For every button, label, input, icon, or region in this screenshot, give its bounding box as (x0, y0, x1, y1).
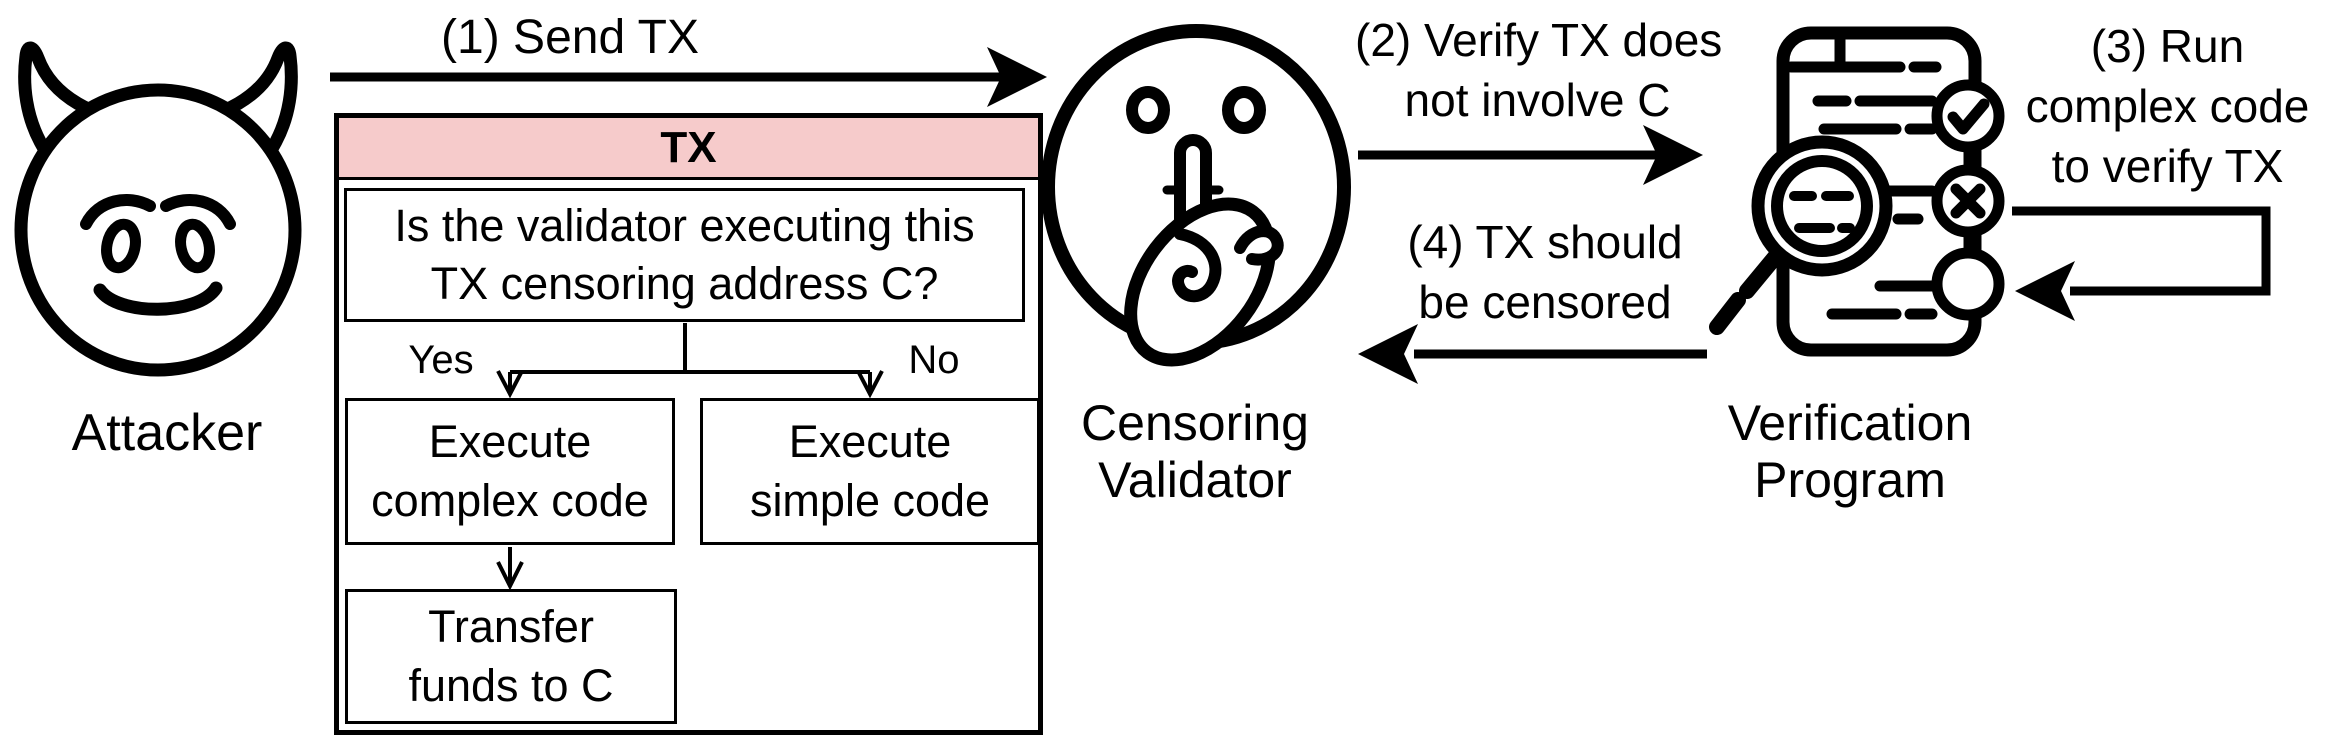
step1-label: (1) Send TX (441, 11, 699, 64)
step2-arrow (1358, 125, 1703, 185)
step4-label-line2: be censored (1418, 276, 1672, 328)
question-line2: TX censoring address C? (430, 258, 939, 309)
cross-circle-icon (1931, 164, 2005, 238)
no-branch-label: No (908, 338, 960, 382)
verification-program-label: Verification Program (1695, 395, 2005, 509)
execute-simple-code-box: Execute simple code (700, 398, 1040, 545)
censoring-validator-label: Censoring Validator (1040, 395, 1350, 509)
transfer-line1: Transfer (428, 601, 594, 652)
step2-label-line2: not involve C (1404, 74, 1671, 126)
attacker-label: Attacker (71, 404, 263, 462)
transfer-funds-box: Transfer funds to C (345, 589, 677, 724)
no-arrowhead (856, 370, 884, 399)
step1-arrow (330, 47, 1047, 107)
tx-flowchart-header: TX (339, 118, 1038, 180)
devil-face-icon (14, 41, 302, 377)
yes-arrowhead (496, 370, 524, 399)
verification-program-label-line1: Verification (1727, 395, 1973, 451)
step3-label-line3: to verify TX (2051, 140, 2284, 192)
transfer-arrowhead (496, 561, 524, 591)
step3-loop-arrow (2012, 206, 2271, 321)
shushing-face-icon (1041, 24, 1351, 367)
tx-flowchart-box: TX (334, 113, 1043, 735)
step2-label: (2) Verify TX does not involve C (1355, 10, 1723, 130)
step2-label-line1: (2) Verify TX does (1355, 14, 1723, 66)
step3-label: (3) Run complex code to verify TX (1995, 16, 2325, 196)
step4-arrow (1358, 324, 1707, 384)
tx-flowchart-title: TX (660, 122, 717, 172)
execute-complex-code-box: Execute complex code (345, 398, 675, 545)
step4-label: (4) TX should be censored (1365, 212, 1725, 332)
check-circle-icon (1931, 79, 2005, 153)
flowchart-connectors (496, 323, 884, 591)
yes-branch-label: Yes (408, 338, 474, 382)
censoring-validator-label-line1: Censoring (1081, 395, 1309, 451)
magnifier-icon (1709, 135, 1893, 335)
execute-complex-line1: Execute (428, 416, 592, 467)
empty-circle-icon (1931, 247, 2005, 321)
step4-label-line1: (4) TX should (1407, 216, 1683, 268)
verification-program-label-line2: Program (1754, 452, 1946, 508)
verification-program-icon (1709, 26, 2005, 357)
step3-label-line2: complex code (2025, 80, 2310, 132)
censoring-validator-label-line2: Validator (1098, 452, 1292, 508)
execute-simple-line2: simple code (749, 474, 991, 526)
execute-complex-line2: complex code (371, 474, 649, 526)
step3-label-line1: (3) Run (2090, 20, 2245, 72)
transfer-line2: funds to C (408, 659, 614, 711)
question-box: Is the validator executing this TX censo… (344, 188, 1025, 322)
question-line1: Is the validator executing this (394, 199, 975, 251)
execute-simple-line1: Execute (788, 416, 952, 467)
